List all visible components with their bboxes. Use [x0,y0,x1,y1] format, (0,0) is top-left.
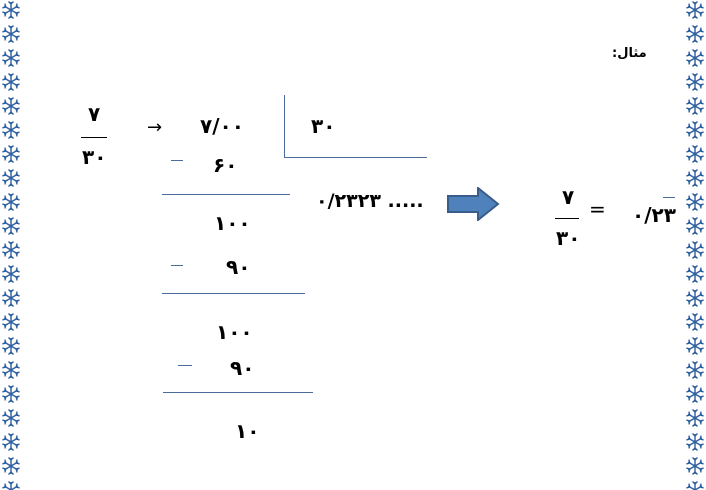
division-quotient: ۰/۲۳۲۳ ..... [316,190,424,212]
snowflake-icon [685,240,705,260]
minus-sign-1 [171,160,183,161]
snowflake-icon [685,96,705,116]
snowflake-icon [1,288,21,308]
snowflake-icon [1,48,21,68]
snowflake-icon [1,168,21,188]
snowflake-icon [685,336,705,356]
snowflake-icon [1,240,21,260]
division-step2-sub: ۹۰ [226,255,251,279]
snowflake-icon [685,24,705,44]
division-line-2 [162,293,305,294]
result-fraction-bar [555,218,579,219]
snowflake-icon [685,216,705,236]
snowflake-icon [1,312,21,332]
result-numerator: ۷ [562,185,575,209]
snowflake-icon [685,48,705,68]
snowflake-icon [1,120,21,140]
minus-sign-2 [171,265,183,266]
snowflake-icon [685,456,705,476]
snowflake-icon [1,96,21,116]
fraction-bar [81,137,107,138]
snowflake-icon [1,72,21,92]
snowflake-icon [1,192,21,212]
snowflake-icon [1,24,21,44]
snowflake-icon [685,168,705,188]
snowflake-icon [1,432,21,452]
snowflake-icon [685,360,705,380]
division-final-remainder: ۱۰ [235,419,260,443]
division-step3-sub: ۹۰ [230,356,255,380]
division-line-1 [162,194,290,195]
division-step1-sub: ۶۰ [213,153,238,177]
arrow-icon: → [147,117,163,138]
snowflake-icon [685,144,705,164]
division-vertical-line [284,95,285,158]
division-step2-rem: ۱۰۰ [214,211,251,235]
division-line-3 [163,392,313,393]
snowflake-icon [685,264,705,284]
snowflake-icon [1,0,21,20]
result-equals-sign: = [589,197,606,221]
result-value: ۰/۲۳ [632,203,676,227]
snowflake-icon [1,144,21,164]
snowflake-icon [685,192,705,212]
snowflake-icon [685,408,705,428]
snowflake-icon [1,216,21,236]
minus-sign-3 [178,365,192,366]
snowflake-icon [1,408,21,428]
repeat-bar [663,197,675,198]
result-denominator: ۳۰ [556,226,581,250]
snowflake-icon [1,264,21,284]
division-divisor: ۳۰ [311,114,336,138]
division-step3-rem: ۱۰۰ [216,320,253,344]
heading-example: مثال: [612,46,647,61]
division-divisor-line [284,157,427,158]
snowflake-icon [685,288,705,308]
snowflake-icon [1,480,21,490]
division-dividend: ۷/۰۰ [200,114,244,138]
snowflake-icon [1,456,21,476]
fraction-numerator: ۷ [88,102,101,126]
snowflake-icon [1,384,21,404]
snowflake-icon [685,480,705,490]
fraction-denominator: ۳۰ [82,145,107,169]
snowflake-icon [685,120,705,140]
left-border [0,0,22,490]
snowflake-icon [685,432,705,452]
snowflake-icon [1,336,21,356]
snowflake-icon [685,312,705,332]
snowflake-icon [685,0,705,20]
right-border [684,0,706,490]
snowflake-icon [685,384,705,404]
snowflake-icon [685,72,705,92]
snowflake-icon [1,360,21,380]
right-arrow-icon [447,187,500,221]
